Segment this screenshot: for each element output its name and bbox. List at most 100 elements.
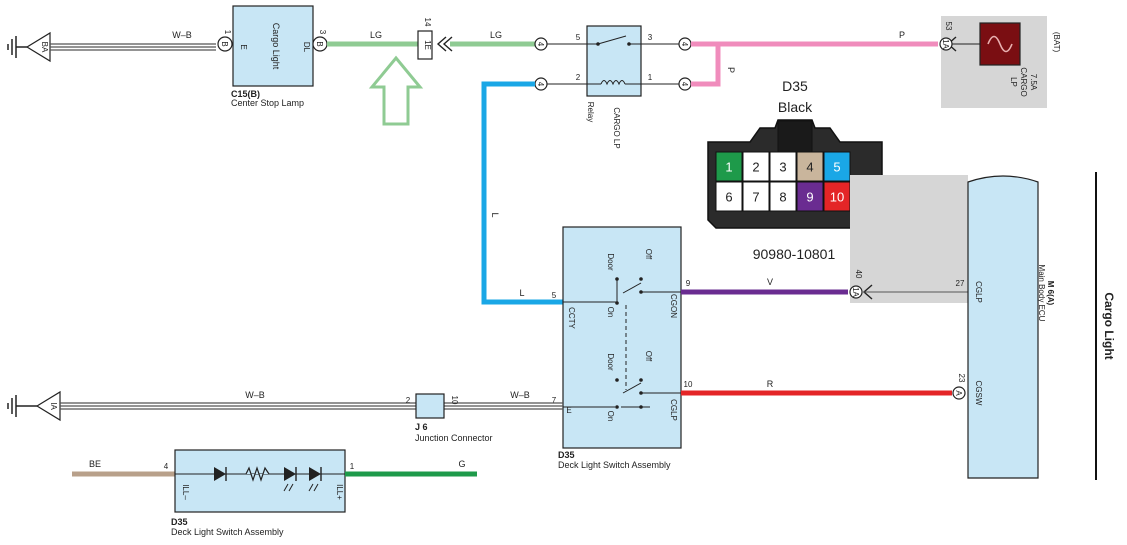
connector-pin-label-8: 8 <box>779 190 786 205</box>
connector-view-color: Black <box>778 99 813 115</box>
cargo-light: Cargo Light E DL B 1 B 3 C15(B) Center S… <box>217 5 328 108</box>
connector-pin-3 <box>769 151 797 182</box>
wire-wb-bottom: W–B W–B <box>60 390 563 410</box>
connector-pin-2 <box>742 151 770 182</box>
wire-label-lg-left: LG <box>370 30 382 40</box>
ground-ba: BA <box>7 31 51 63</box>
junction-4-a-label: 4 <box>536 42 545 47</box>
ground-ba-label: BA <box>40 42 49 53</box>
cargo-light-desc: Center Stop Lamp <box>231 98 304 108</box>
connector-pin-label-1: 1 <box>725 160 732 175</box>
cargo-light-pin-dl: DL <box>302 42 311 53</box>
j6-pin2: 2 <box>406 396 411 405</box>
wire-lg-right: LG <box>450 30 535 47</box>
illum-pin-4: 4 <box>164 462 169 471</box>
wire-label-lg-right: LG <box>490 30 502 40</box>
cargo-light-pin3: 3 <box>318 30 327 35</box>
connector-pin-label-7: 7 <box>752 190 759 205</box>
wire-label-p-top: P <box>899 30 905 40</box>
illum-term-ill-minus: ILL– <box>181 484 190 500</box>
connector-pin-10 <box>823 181 851 212</box>
connector-14-num: 14 <box>423 18 432 27</box>
switch-term-cglp: CGLP <box>669 399 678 421</box>
wire-l: L L <box>481 81 563 305</box>
wire-label-be: BE <box>89 459 101 469</box>
wire-v: V 1A 40 <box>681 270 968 300</box>
ecu-pin-40: 40 <box>854 270 863 279</box>
connector-pin-label-6: 6 <box>725 190 732 205</box>
connector-pin-9 <box>796 181 824 212</box>
wire-label-p-side: P <box>726 67 736 73</box>
fuse-bat: (BAT) <box>1052 32 1061 53</box>
wire-label-g: G <box>458 459 465 469</box>
connector-pin-7 <box>742 181 770 212</box>
cargo-lp-relay: 5 3 2 1 CARGO LP Relay <box>547 25 679 149</box>
connector-pin-1 <box>715 151 743 182</box>
deck-switch-desc: Deck Light Switch Assembly <box>558 460 671 470</box>
fuse-pin: 53 <box>944 22 953 31</box>
ecu-term-cgsw: CGSW <box>974 381 983 406</box>
connector-pin-6 <box>715 181 743 212</box>
junction-4-b-label: 4 <box>536 82 545 87</box>
switch-pin-9: 9 <box>686 279 691 288</box>
illum-pin-1: 1 <box>350 462 355 471</box>
connector-pin-5 <box>823 151 851 182</box>
wire-label-r: R <box>767 379 774 389</box>
page-title: Cargo Light <box>1102 292 1116 359</box>
connector-pin-label-3: 3 <box>779 160 786 175</box>
illum-id: D35 <box>171 517 188 527</box>
connector-pin-label-5: 5 <box>833 160 840 175</box>
connector-pin-4 <box>796 151 824 182</box>
ecu-term-cglp: CGLP <box>974 281 983 303</box>
ecu-pin-23: 23 <box>957 374 966 383</box>
cargo-light-pin1: 1 <box>223 30 232 35</box>
junction-4-a: 4 <box>534 37 548 51</box>
junction-4-d-label: 4 <box>680 82 689 87</box>
ground-ia-label: IA <box>49 402 58 410</box>
connector-pin-label-2: 2 <box>752 160 759 175</box>
highlight-arrow <box>368 55 424 126</box>
page-title-group: Cargo Light <box>1095 172 1116 480</box>
ecu-conn-a: A <box>954 390 963 396</box>
switch-door-top: Door <box>606 253 615 271</box>
fuse-cargo-lp: 1A 53 7.5A CARGO LP (BAT) <box>939 16 1061 108</box>
switch-off-bottom: Off <box>644 351 653 362</box>
wire-wb-top: W–B <box>50 30 216 51</box>
fuse-sub: LP <box>1009 77 1018 87</box>
ecu-desc: Main Body ECU <box>1037 265 1046 322</box>
cargo-light-conn-left: B <box>220 41 229 46</box>
switch-pin-7: 7 <box>552 396 557 405</box>
fuse-rating: 7.5A <box>1029 74 1038 91</box>
main-body-ecu: 27 CGLP CGSW M 6(A) Main Body ECU <box>956 175 1055 479</box>
connector-pin-label-4: 4 <box>806 160 813 175</box>
wire-label-wb-top: W–B <box>172 30 192 40</box>
relay-name: CARGO LP <box>612 107 621 148</box>
wire-label-l-vert: L <box>490 212 500 217</box>
switch-pin-5: 5 <box>552 291 557 300</box>
wire-label-l-horiz: L <box>519 288 524 298</box>
connector-pin-label-10: 10 <box>830 190 844 205</box>
ecu-name: M 6(A) <box>1046 281 1055 306</box>
cargo-light-name: Cargo Light <box>271 23 281 70</box>
junction-j6: 2 10 J 6 Junction Connector <box>406 393 493 443</box>
connector-pin-8 <box>769 181 797 212</box>
connector-view-id: D35 <box>782 78 808 94</box>
junction-4-b: 4 <box>534 77 548 91</box>
relay-pin-3: 3 <box>648 33 653 42</box>
connector-view-part: 90980-10801 <box>753 246 836 262</box>
switch-off-top: Off <box>644 249 653 260</box>
switch-on-bottom: On <box>606 411 615 422</box>
relay-pin-2: 2 <box>576 73 581 82</box>
switch-door-bottom: Door <box>606 353 615 371</box>
wire-label-v: V <box>767 277 773 287</box>
j6-pin10: 10 <box>450 396 459 405</box>
deck-light-switch: Door Off On Door Off On CCTY CGON CGLP E… <box>552 226 693 470</box>
switch-term-ccty: CCTY <box>567 307 576 329</box>
relay-pin-1: 1 <box>648 73 653 82</box>
ecu-conn-1a: 1A <box>851 287 860 297</box>
junction-4-c-label: 4 <box>680 42 689 47</box>
ground-ia: IA <box>7 390 61 422</box>
j6-desc: Junction Connector <box>415 433 493 443</box>
